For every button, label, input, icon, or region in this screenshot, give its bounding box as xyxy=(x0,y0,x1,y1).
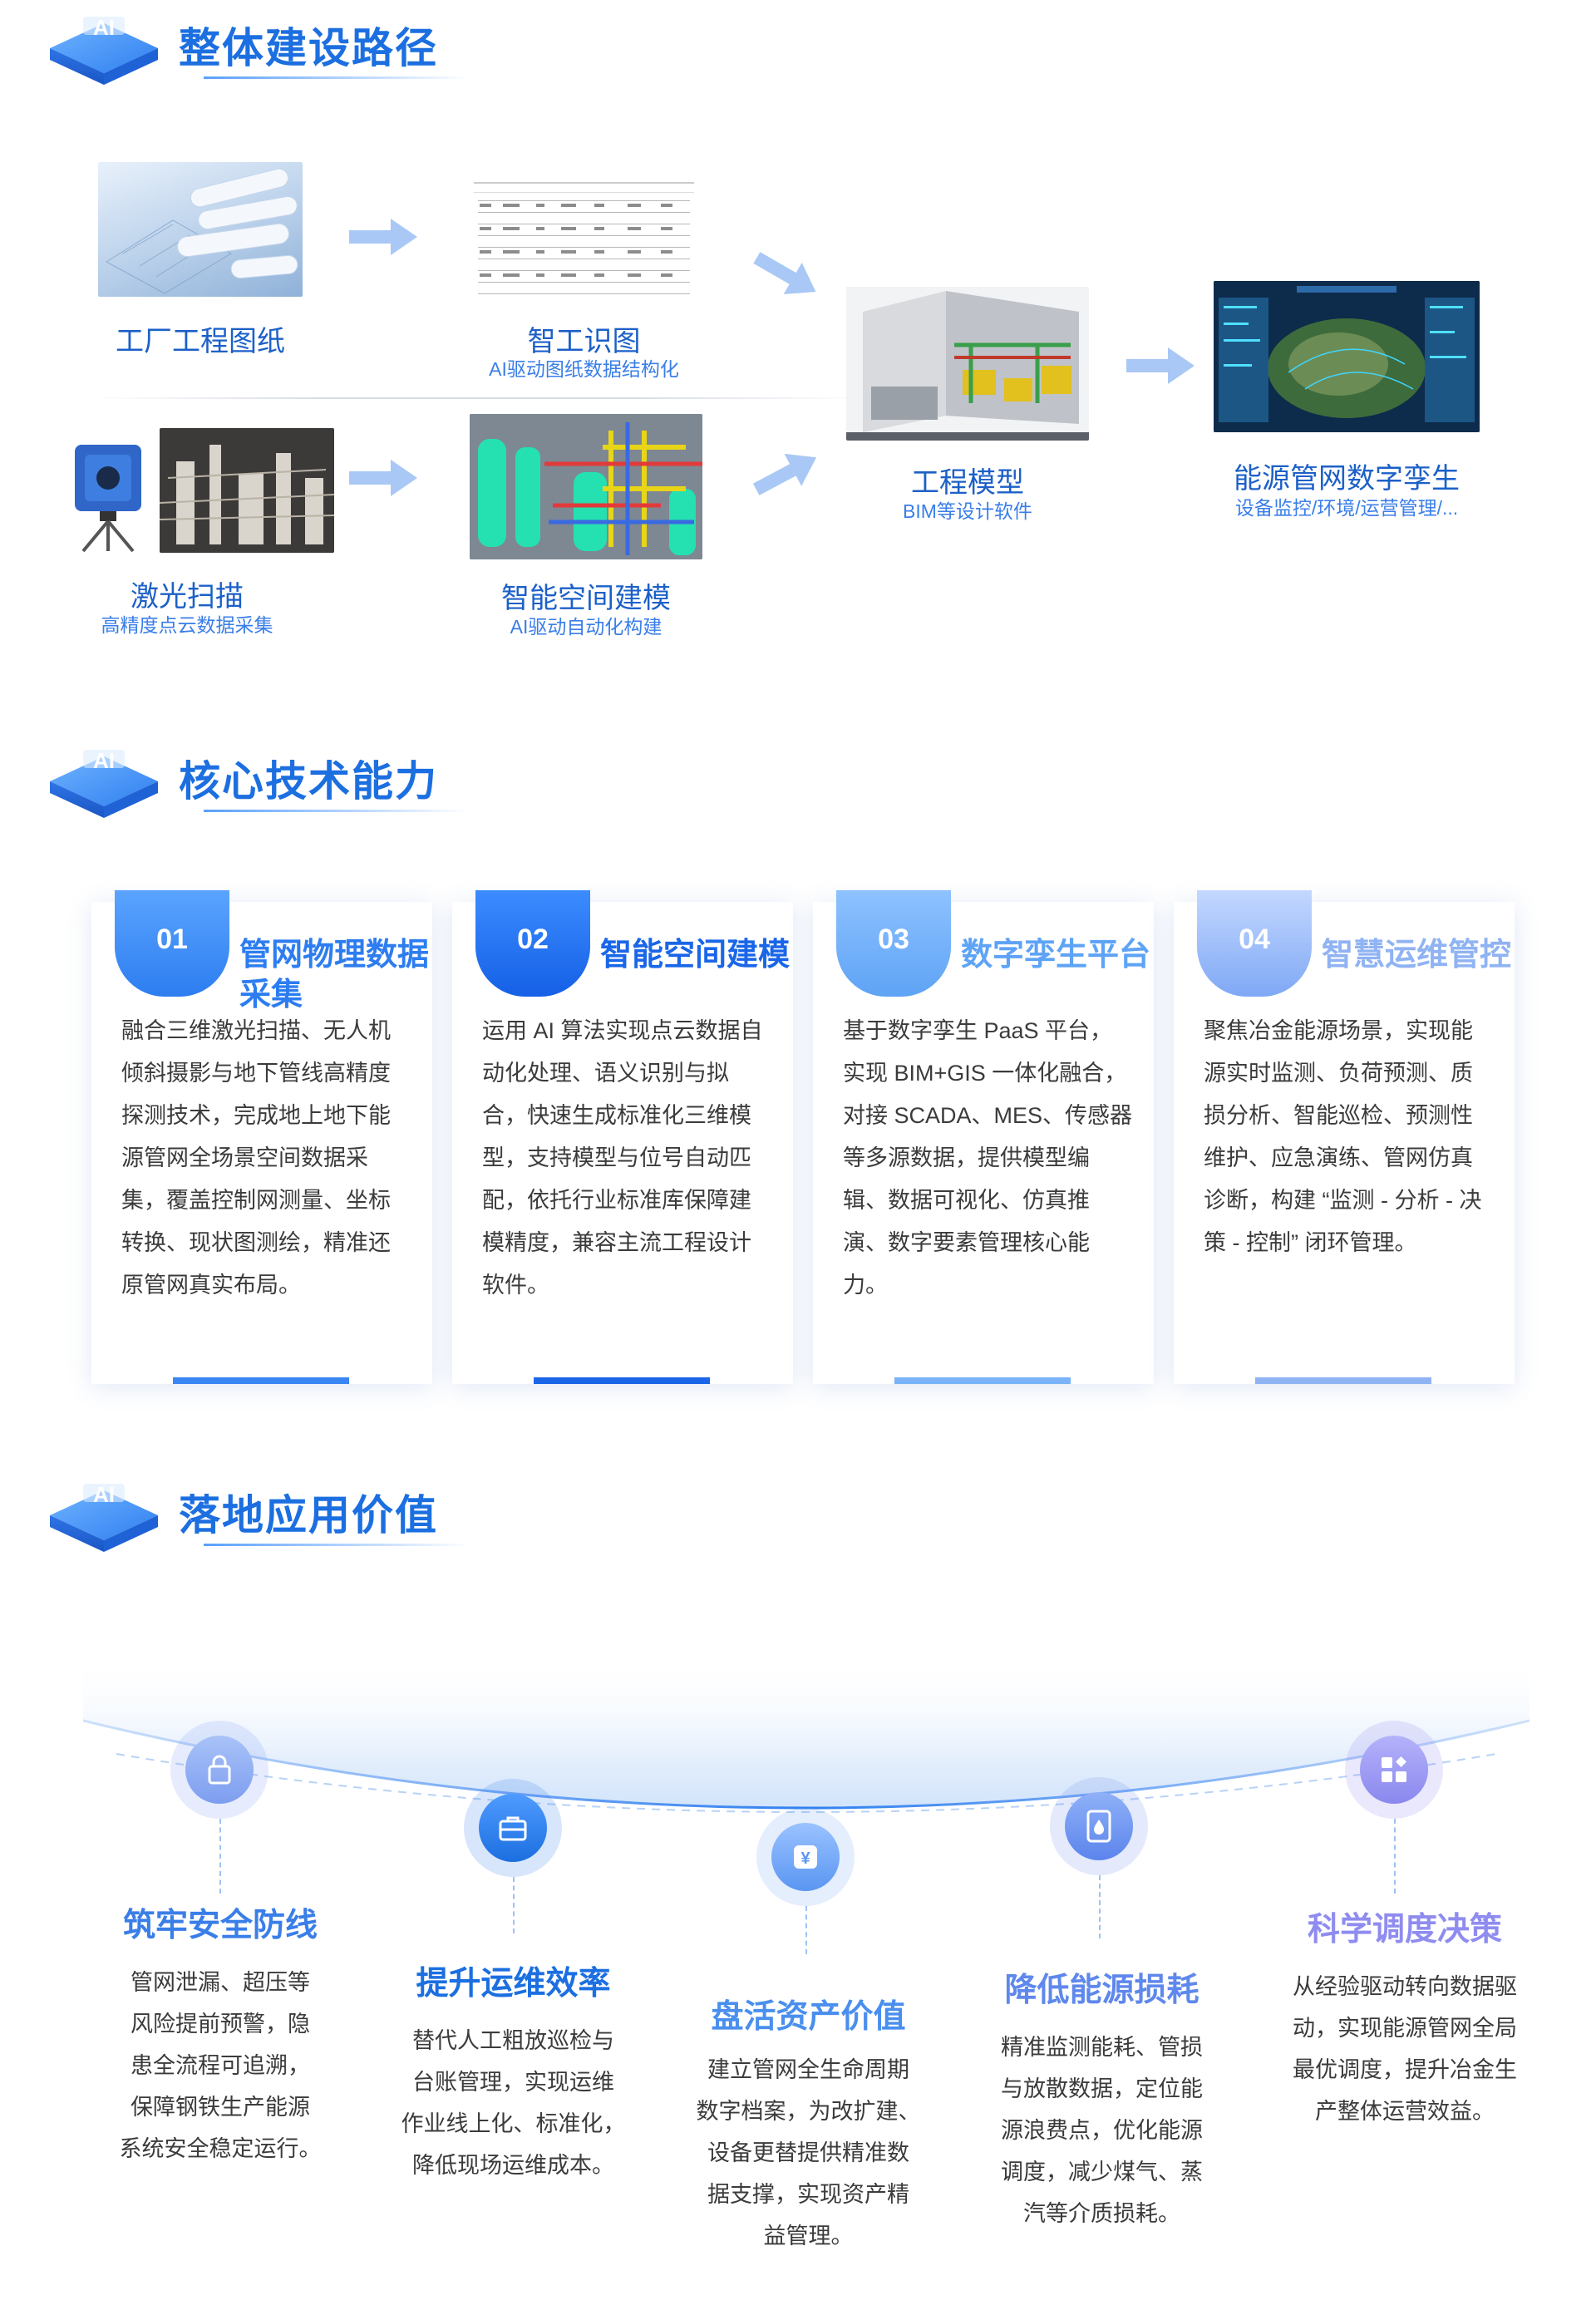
value-body: 管网泄漏、超压等风险提前预警，隐患全流程可追溯，保障钢铁生产能源系统安全稳定运行… xyxy=(119,1970,322,2161)
divider xyxy=(91,397,864,399)
ai-badge-icon: AI xyxy=(46,1482,162,1554)
section-underline xyxy=(204,76,470,79)
spatial-model-image xyxy=(470,414,702,559)
arrow-right-icon xyxy=(1126,347,1195,384)
factory-drawings-image xyxy=(98,162,303,297)
ai-badge-icon: AI xyxy=(46,748,162,820)
section-title: 核心技术能力 xyxy=(179,758,438,805)
card-number-badge: 02 xyxy=(475,890,590,997)
capability-card: 02 智能空间建模 运用 AI 算法实现点云数据自动化处理、语义识别与拟合，快速… xyxy=(452,890,793,1384)
path-sub-scan: 高精度点云数据采集 xyxy=(101,614,273,636)
arrow-up-right-icon xyxy=(752,453,817,495)
section-title: 整体建设路径 xyxy=(179,25,438,71)
value-title: 科学调度决策 xyxy=(1307,1912,1502,1948)
briefcase-icon xyxy=(499,1816,527,1841)
card-number-badge: 01 xyxy=(115,890,229,997)
svg-text:AI: AI xyxy=(93,1482,115,1507)
dashed-connector xyxy=(219,1819,221,1894)
section-underline xyxy=(204,1544,470,1546)
laser-scanner-image xyxy=(58,436,158,553)
card-accent-bar xyxy=(894,1377,1071,1384)
lock-icon xyxy=(208,1755,231,1785)
card-title: 智慧运维管控 xyxy=(1322,938,1512,973)
value-icon-circle: ¥ xyxy=(756,1808,855,1906)
path-label-recognition: 智工识图 xyxy=(527,326,641,357)
value-body: 替代人工粗放巡检与台账管理，实现运维作业线上化、标准化，降低现场运维成本。 xyxy=(401,2028,626,2178)
arrow-down-right-icon xyxy=(753,252,816,295)
card-title: 数字孪生平台 xyxy=(961,938,1151,973)
value-icon-circle xyxy=(1345,1721,1443,1819)
card-body: 基于数字孪生 PaaS 平台，实现 BIM+GIS 一体化融合，对接 SCADA… xyxy=(843,1018,1133,1298)
yen-icon: ¥ xyxy=(794,1845,817,1869)
card-body: 融合三维激光扫描、无人机倾斜摄影与地下管线高精度探测技术，完成地上地下能源管网全… xyxy=(121,1018,391,1298)
card-number-badge: 03 xyxy=(836,890,951,997)
svg-text:AI: AI xyxy=(93,748,115,773)
path-label-twin: 能源管网数字孪生 xyxy=(1234,463,1460,495)
droplet-icon xyxy=(1086,1810,1111,1843)
path-label-factory: 工厂工程图纸 xyxy=(116,326,285,357)
card-accent-bar xyxy=(173,1377,349,1384)
value-icon-circle xyxy=(1050,1777,1148,1875)
dashed-connector xyxy=(513,1877,515,1933)
digital-twin-image xyxy=(1214,281,1480,432)
card-number-badge: 04 xyxy=(1197,890,1312,997)
svg-text:¥: ¥ xyxy=(800,1849,810,1868)
capability-card: 01 管网物理数据采集 融合三维激光扫描、无人机倾斜摄影与地下管线高精度探测技术… xyxy=(91,890,432,1384)
path-label-spatial: 智能空间建模 xyxy=(501,583,671,614)
section-header-core: AI 核心技术能力 xyxy=(46,733,478,825)
recognition-table-image xyxy=(470,170,698,303)
section-underline xyxy=(204,810,470,812)
value-title: 筑牢安全防线 xyxy=(122,1908,318,1943)
path-sub-spatial: AI驱动自动化构建 xyxy=(510,616,663,638)
section-header-path: AI 整体建设路径 xyxy=(46,0,478,91)
path-label-model: 工程模型 xyxy=(911,467,1024,499)
value-icon-circle xyxy=(464,1779,562,1877)
section-header-value: AI 落地应用价值 xyxy=(46,1467,478,1559)
arrow-right-icon xyxy=(349,460,417,496)
value-title: 提升运维效率 xyxy=(416,1966,611,2002)
value-body: 从经验驱动转向数据驱动，实现能源管网全局最优调度，提升冶金生产整体运营效益。 xyxy=(1293,1974,1517,2124)
path-sub-twin: 设备监控/环境/运营管理/... xyxy=(1234,497,1459,519)
value-body: 精准监测能耗、管损与放散数据，定位能源浪费点，优化能源调度，减少煤气、蒸汽等介质… xyxy=(1001,2035,1203,2226)
value-arc-background xyxy=(83,1654,1530,1813)
value-title: 降低能源损耗 xyxy=(1004,1973,1199,2008)
point-cloud-plant-image xyxy=(160,428,334,553)
ai-badge-icon: AI xyxy=(46,15,162,87)
card-title: 智能空间建模 xyxy=(600,938,791,973)
path-label-scan: 激光扫描 xyxy=(131,581,244,613)
dashed-connector xyxy=(1394,1819,1396,1894)
dashed-connector xyxy=(805,1906,807,1954)
card-accent-bar xyxy=(1255,1377,1431,1384)
engineering-model-image xyxy=(846,287,1089,441)
dashed-connector xyxy=(1099,1875,1101,1938)
value-body: 建立管网全生命周期数字档案，为改扩建、设备更替提供精准数据支撑，实现资产精益管理… xyxy=(696,2057,921,2248)
card-body: 运用 AI 算法实现点云数据自动化处理、语义识别与拟合，快速生成标准化三维模型，… xyxy=(482,1018,763,1298)
svg-text:AI: AI xyxy=(93,15,115,40)
arrow-right-icon xyxy=(349,219,417,255)
card-title: 管网物理数据采集 xyxy=(239,938,430,1012)
path-sub-recognition: AI驱动图纸数据结构化 xyxy=(489,358,679,380)
card-body: 聚焦冶金能源场景，实现能源实时监测、负荷预测、质损分析、智能巡检、预测性维护、应… xyxy=(1204,1018,1482,1255)
value-icon-circle xyxy=(170,1721,268,1819)
capability-card: 04 智慧运维管控 聚焦冶金能源场景，实现能源实时监测、负荷预测、质损分析、智能… xyxy=(1174,890,1515,1384)
value-title: 盘活资产价值 xyxy=(711,1999,906,2035)
apps-icon xyxy=(1382,1756,1406,1782)
path-sub-model: BIM等设计软件 xyxy=(903,500,1032,522)
card-accent-bar xyxy=(534,1377,710,1384)
capability-card: 03 数字孪生平台 基于数字孪生 PaaS 平台，实现 BIM+GIS 一体化融… xyxy=(813,890,1154,1384)
section-title: 落地应用价值 xyxy=(179,1492,438,1539)
